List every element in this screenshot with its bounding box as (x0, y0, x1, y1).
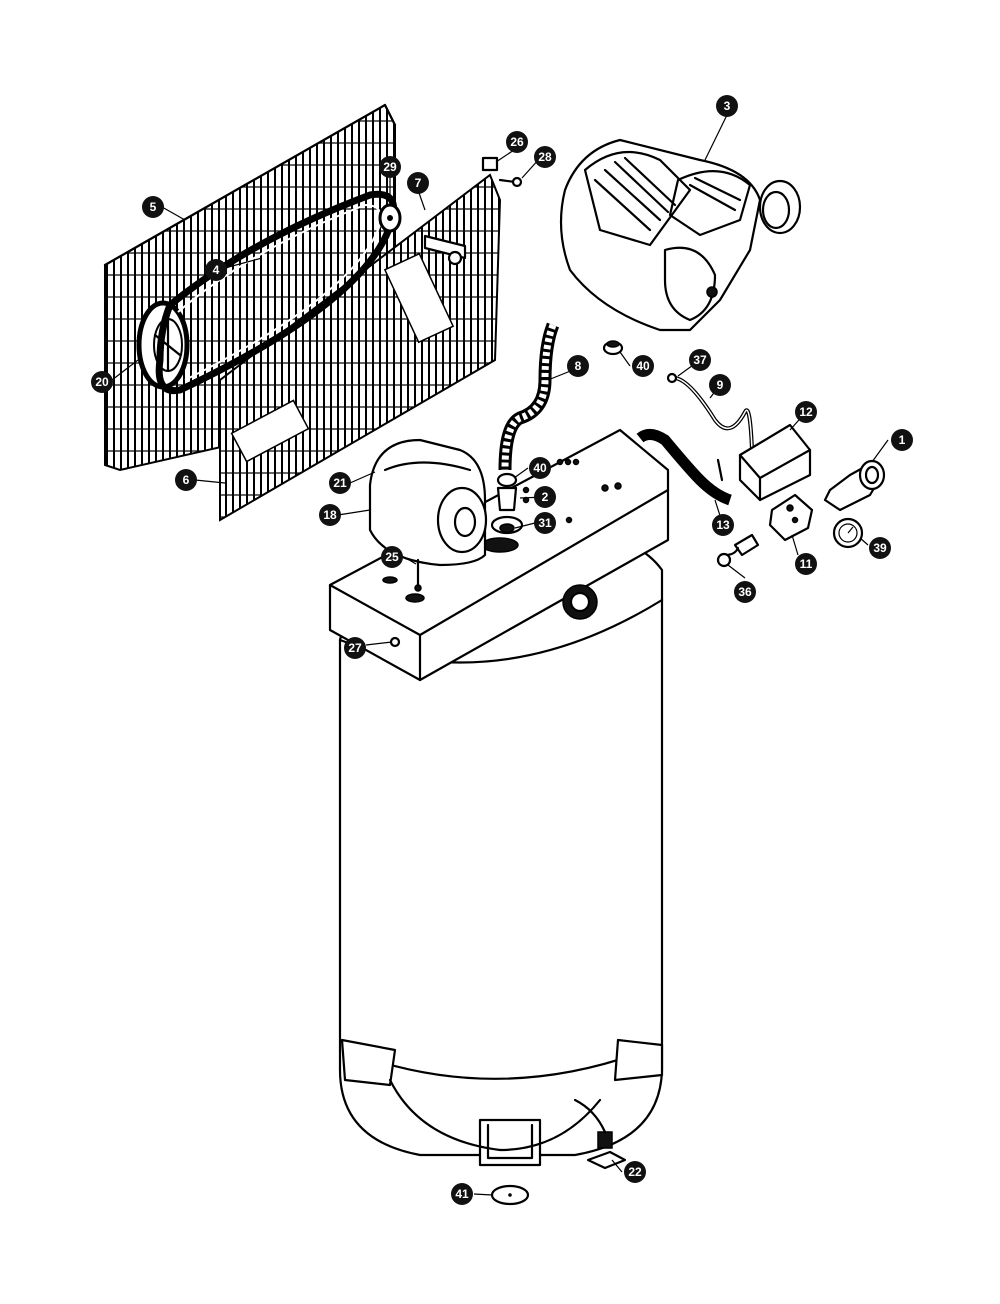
callout-26: 26 (506, 131, 528, 153)
tank-feet (340, 1038, 664, 1167)
callout-20: 20 (91, 371, 113, 393)
svg-text:26: 26 (510, 135, 524, 149)
drain-valve (573, 1098, 627, 1170)
svg-text:21: 21 (333, 476, 347, 490)
callout-21: 21 (329, 472, 351, 494)
callout-28: 28 (534, 146, 556, 168)
callout-29: 29 (379, 156, 401, 178)
manifold-fitting (768, 493, 814, 542)
svg-text:3: 3 (724, 99, 731, 113)
safety-valve (716, 533, 760, 568)
callout-12: 12 (795, 401, 817, 423)
drain-disc (490, 1184, 530, 1206)
svg-text:28: 28 (538, 150, 552, 164)
callout-8: 8 (567, 355, 589, 377)
callout-1: 1 (891, 429, 913, 451)
callout-25: 25 (381, 546, 403, 568)
unloader-tube (666, 372, 754, 451)
callout-3: 3 (716, 95, 738, 117)
svg-text:6: 6 (183, 473, 190, 487)
svg-text:29: 29 (383, 160, 397, 174)
callout-5: 5 (142, 196, 164, 218)
svg-text:36: 36 (738, 585, 752, 599)
motor-bracket-platform (328, 428, 670, 682)
svg-text:7: 7 (415, 176, 422, 190)
compressor-pump (559, 138, 802, 332)
svg-text:37: 37 (693, 353, 707, 367)
tank-outlet-valve (823, 459, 886, 512)
svg-text:40: 40 (533, 461, 547, 475)
aftercooler-hose (636, 429, 732, 506)
callout-9: 9 (709, 374, 731, 396)
svg-text:31: 31 (538, 516, 552, 530)
svg-text:27: 27 (348, 641, 362, 655)
callout-31: 31 (534, 512, 556, 534)
svg-text:18: 18 (323, 508, 337, 522)
svg-text:5: 5 (150, 200, 157, 214)
svg-text:11: 11 (800, 557, 813, 571)
callout-6: 6 (175, 469, 197, 491)
callout-39: 39 (869, 537, 891, 559)
svg-text:4: 4 (213, 263, 220, 277)
callout-36: 36 (734, 581, 756, 603)
svg-text:41: 41 (455, 1187, 469, 1201)
callout-40-lower: 40 (529, 457, 551, 479)
electric-motor (368, 438, 488, 567)
svg-text:2: 2 (542, 490, 549, 504)
rubber-grommet (602, 340, 624, 356)
callout-2: 2 (534, 486, 556, 508)
callout-11: 11 (795, 553, 817, 575)
callout-4: 4 (205, 259, 227, 281)
callout-40-upper: 40 (632, 355, 654, 377)
callout-13: 13 (712, 514, 734, 536)
svg-text:8: 8 (575, 359, 582, 373)
pulley-bolt (423, 234, 467, 266)
pressure-switch (738, 423, 812, 502)
discharge-tube (498, 322, 560, 471)
svg-text:39: 39 (873, 541, 887, 555)
svg-text:13: 13 (716, 518, 730, 532)
svg-text:22: 22 (628, 1165, 642, 1179)
svg-text:25: 25 (385, 550, 399, 564)
check-valve (490, 472, 573, 535)
svg-text:9: 9 (717, 378, 724, 392)
callout-7: 7 (407, 172, 429, 194)
svg-text:20: 20 (95, 375, 109, 389)
svg-text:12: 12 (799, 405, 813, 419)
callout-27: 27 (344, 637, 366, 659)
guard-clip (481, 156, 523, 188)
belt-guard-front (219, 173, 502, 522)
svg-text:40: 40 (636, 359, 650, 373)
callout-22: 22 (624, 1161, 646, 1183)
motor-pulley (378, 203, 402, 233)
callout-41: 41 (451, 1183, 473, 1205)
callout-18: 18 (319, 504, 341, 526)
svg-text:1: 1 (899, 433, 906, 447)
callout-37: 37 (689, 349, 711, 371)
pressure-gauge (832, 517, 864, 549)
